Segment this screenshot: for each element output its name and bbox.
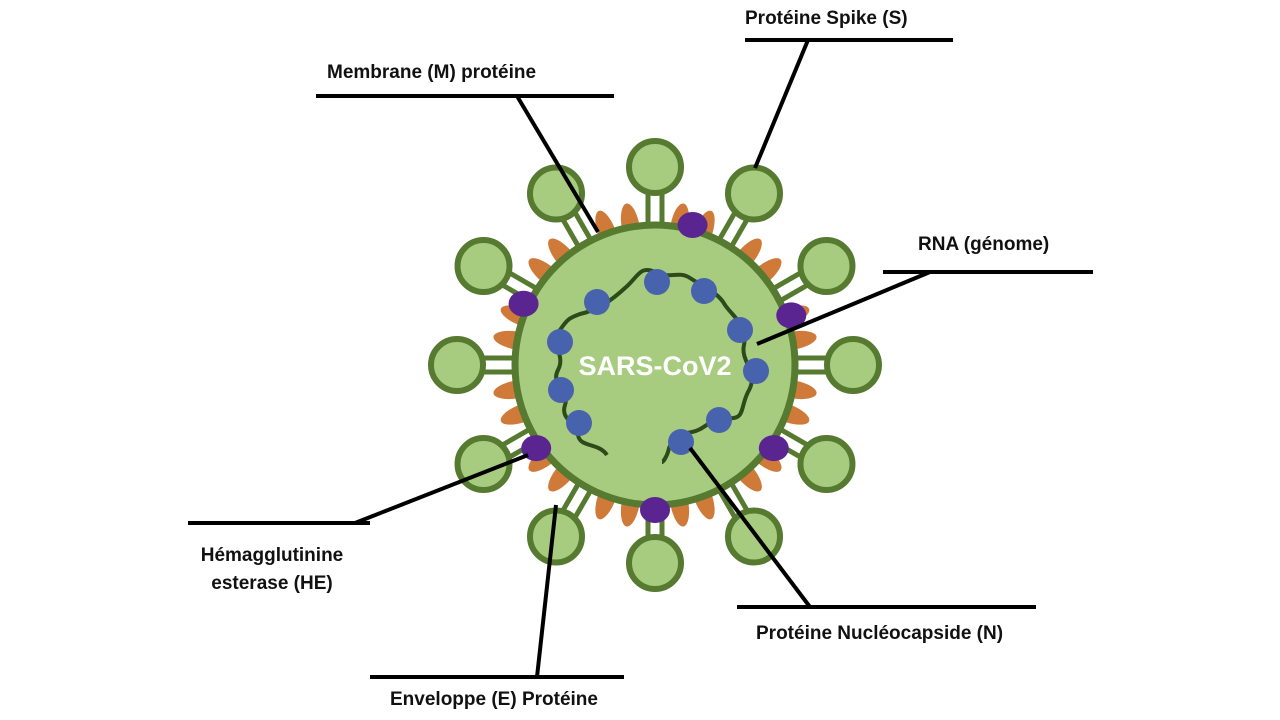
spike-protein (714, 477, 783, 566)
nucleocapsid-protein (691, 278, 717, 304)
spike-protein (714, 164, 783, 253)
he-protein (677, 211, 708, 238)
nucleocapsid-protein (644, 269, 670, 295)
spike-bulb (797, 435, 856, 493)
nucleocapsid-protein (668, 429, 694, 455)
spike-protein (454, 237, 543, 306)
label-envelope-protein: Enveloppe (E) Protéine (390, 689, 598, 710)
label-spike-protein: Protéine Spike (S) (745, 8, 908, 29)
nucleocapsid-leader (688, 446, 812, 609)
spike-bulb (428, 336, 486, 394)
nucleocapsid-protein (547, 329, 573, 355)
rna-leader (756, 270, 931, 346)
nucleocapsid-protein (743, 358, 769, 384)
nucleocapsid-protein (706, 407, 732, 433)
virus-name: SARS-CoV2 (578, 351, 731, 381)
label-membrane-protein: Membrane (M) protéine (327, 62, 537, 83)
leader-lines (188, 38, 1093, 679)
he-proteins (508, 211, 807, 523)
he-protein (776, 302, 807, 329)
label-rna-genome: RNA (génome) (918, 234, 1050, 255)
spike-protein (767, 237, 856, 306)
spike-bulb (797, 237, 856, 295)
envelope-leader (535, 504, 558, 678)
nucleocapsid-proteins (547, 269, 769, 455)
nucleocapsid-protein (548, 377, 574, 403)
nucleocapsid-protein (584, 289, 610, 315)
spike-bulb (824, 336, 882, 394)
spike-protein (428, 336, 520, 394)
spike-bulb (454, 237, 513, 295)
nucleocapsid-protein (727, 317, 753, 343)
spike-bulb (626, 534, 684, 592)
nucleocapsid-protein (566, 410, 592, 436)
he-protein (640, 497, 670, 523)
spike-leader (753, 39, 810, 169)
label-he-line-2: esterase (HE) (211, 573, 333, 594)
he-leader (354, 453, 529, 525)
spike-bulb (626, 138, 684, 196)
he-protein (758, 435, 789, 462)
he-protein (508, 290, 539, 317)
label-he-line-1: Hémagglutinine (200, 545, 344, 566)
membrane-leader (515, 94, 600, 234)
spike-protein (527, 477, 596, 566)
he-protein (521, 435, 552, 462)
label-hemagglutinin-esterase: Hémagglutinine esterase (HE) (182, 544, 362, 596)
label-nucleocapsid-protein: Protéine Nucléocapside (N) (756, 623, 1004, 644)
spike-bulb (725, 164, 783, 223)
